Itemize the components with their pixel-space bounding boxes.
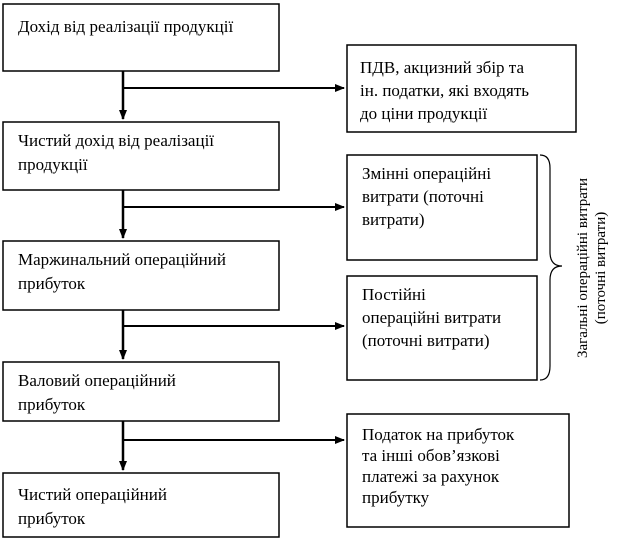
step-label: Дохід від реалізації продукції xyxy=(18,17,233,36)
step-label: прибуток xyxy=(18,274,86,293)
step-label: Валовий операційний xyxy=(18,371,176,390)
deduction-label: витрати (поточні xyxy=(362,187,484,206)
curly-brace xyxy=(539,154,563,381)
deduction-label: платежі за рахунок xyxy=(362,467,500,486)
deduction-label: Змінні операційні xyxy=(362,164,491,183)
side-label-line: (поточні витрати) xyxy=(593,212,609,324)
deduction-label: до ціни продукції xyxy=(360,104,488,123)
step-box-marginal-profit: Маржинальний операційний прибуток xyxy=(2,240,280,311)
side-label-line: Загальні операційні витрати xyxy=(575,178,591,358)
step-label: прибуток xyxy=(18,509,86,528)
deduction-box-income-tax: Податок на прибуток та інші обов’язкові … xyxy=(346,413,570,528)
step-box-revenue: Дохід від реалізації продукції xyxy=(2,3,280,72)
step-label: продукції xyxy=(18,155,88,174)
deduction-label: витрати) xyxy=(362,210,425,229)
deduction-label: ПДВ, акцизний збір та xyxy=(360,58,524,77)
deduction-label: операційні витрати xyxy=(362,308,501,327)
deduction-box-variable-costs: Змінні операційні витрати (поточні витра… xyxy=(346,154,538,261)
step-box-net-revenue: Чистий дохід від реалізації продукції xyxy=(2,121,280,191)
step-label: Чистий операційний xyxy=(18,485,167,504)
step-label: Чистий дохід від реалізації xyxy=(18,131,214,150)
deduction-box-fixed-costs: Постійні операційні витрати (поточні вит… xyxy=(346,275,538,381)
step-box-net-profit: Чистий операційний прибуток xyxy=(2,472,280,538)
deduction-label: Податок на прибуток xyxy=(362,425,515,444)
step-label: прибуток xyxy=(18,395,86,414)
deduction-label: прибутку xyxy=(362,488,430,507)
deduction-label: та інші обов’язкові xyxy=(362,446,500,465)
branch-connectors xyxy=(123,84,345,444)
deduction-box-taxes: ПДВ, акцизний збір та ін. податки, які в… xyxy=(346,44,577,133)
step-box-gross-profit: Валовий операційний прибуток xyxy=(2,361,280,422)
step-label: Маржинальний операційний xyxy=(18,250,226,269)
deduction-label: Постійні xyxy=(362,285,426,304)
deduction-label: (поточні витрати) xyxy=(362,331,489,350)
side-label: Загальні операційні витрати (поточні вит… xyxy=(575,178,609,358)
deduction-label: ін. податки, які входять xyxy=(360,81,529,100)
